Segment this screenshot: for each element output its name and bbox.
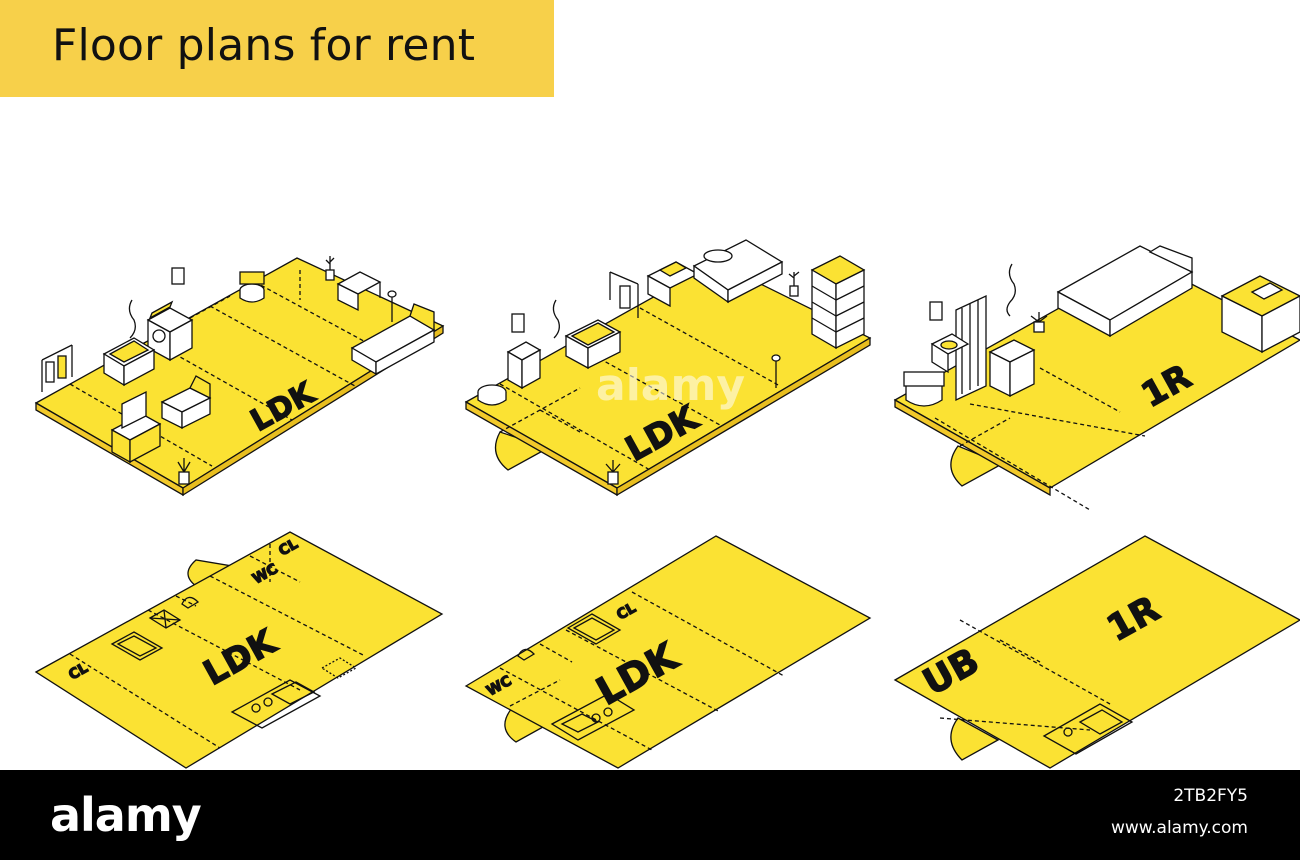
bed: [692, 239, 784, 304]
washing-machine: [146, 300, 194, 362]
toilet: [477, 384, 507, 406]
shower-hose: [552, 299, 560, 339]
washer-outline: [148, 609, 182, 629]
wall-mirror: [929, 301, 943, 321]
potted-plant: [177, 458, 191, 485]
clothes-rack: [41, 344, 73, 392]
footer-brand-logo: alamy: [50, 788, 202, 842]
page-title: Floor plans for rent: [52, 20, 476, 71]
kitchen-counter: [1042, 703, 1134, 755]
closet-hatch: [320, 657, 358, 679]
desk: [336, 271, 382, 312]
floor-edge: [894, 398, 1051, 497]
clothes-rack: [609, 271, 639, 318]
wall-picture: [171, 267, 185, 285]
bookshelf: [810, 255, 866, 350]
vanity-sink: [930, 333, 970, 374]
potted-plant: [325, 256, 335, 281]
potted-plant: [605, 460, 621, 485]
floor-flap: [950, 717, 1000, 761]
plan-flat-1r: UB 1R: [893, 535, 1300, 769]
plan-iso-ldk-1: LDK: [34, 256, 445, 497]
kitchen-counter: [550, 693, 636, 741]
room-dividers: [499, 307, 781, 471]
sofa: [160, 375, 212, 430]
tv-cabinet: [110, 390, 162, 464]
toilet: [903, 371, 945, 407]
vanity-sink: [506, 341, 542, 390]
shower-curtain: [955, 294, 987, 402]
footer-bar: alamy 2TB2FY5 www.alamy.com: [0, 770, 1300, 860]
lamp-shade: [387, 290, 397, 298]
footer-image-id: 2TB2FY5: [1173, 786, 1248, 806]
title-banner: Floor plans for rent: [0, 0, 554, 97]
lamp-shade: [771, 354, 781, 362]
bed: [1056, 245, 1194, 338]
shower-hose: [1006, 263, 1016, 317]
toilet-outline: [517, 648, 536, 661]
room-dividers: [934, 367, 1146, 511]
shower-hose: [128, 299, 136, 339]
kitchen-counter: [230, 679, 322, 729]
desk: [646, 261, 700, 308]
bathtub-outline: [566, 613, 622, 645]
floor-edge: [616, 336, 871, 497]
bathtub: [988, 339, 1036, 398]
plan-iso-1r: 1R: [893, 245, 1300, 511]
room-dividers: [499, 591, 785, 751]
room-dividers: [939, 619, 1111, 731]
bathtub: [564, 319, 622, 370]
plan-flat-ldk-2: CL WC LDK: [464, 535, 872, 769]
floor-plans-diagram: LDK: [34, 239, 1300, 769]
plan-iso-ldk-2: LDK: [464, 239, 872, 497]
footer-url: www.alamy.com: [1110, 818, 1248, 838]
floor-flap: [950, 445, 1004, 487]
floor-flap: [504, 707, 554, 743]
potted-plant: [1030, 312, 1048, 333]
floor-slab: [34, 531, 444, 769]
bathtub-outline: [110, 631, 164, 661]
toilet: [239, 271, 265, 303]
floor-slab: [464, 535, 872, 769]
watermark-text: alamy: [596, 360, 745, 411]
toilet-outline: [181, 596, 200, 609]
floor-slab: [893, 535, 1300, 769]
bed: [350, 303, 436, 376]
plan-flat-ldk-1: WC CL CL LDK: [34, 531, 444, 769]
floor-flap: [494, 431, 550, 471]
bathtub-outline: [572, 617, 616, 641]
desk: [1220, 275, 1300, 354]
wall-mirror: [511, 313, 525, 333]
bathtub: [102, 337, 156, 387]
potted-plant: [788, 271, 800, 297]
